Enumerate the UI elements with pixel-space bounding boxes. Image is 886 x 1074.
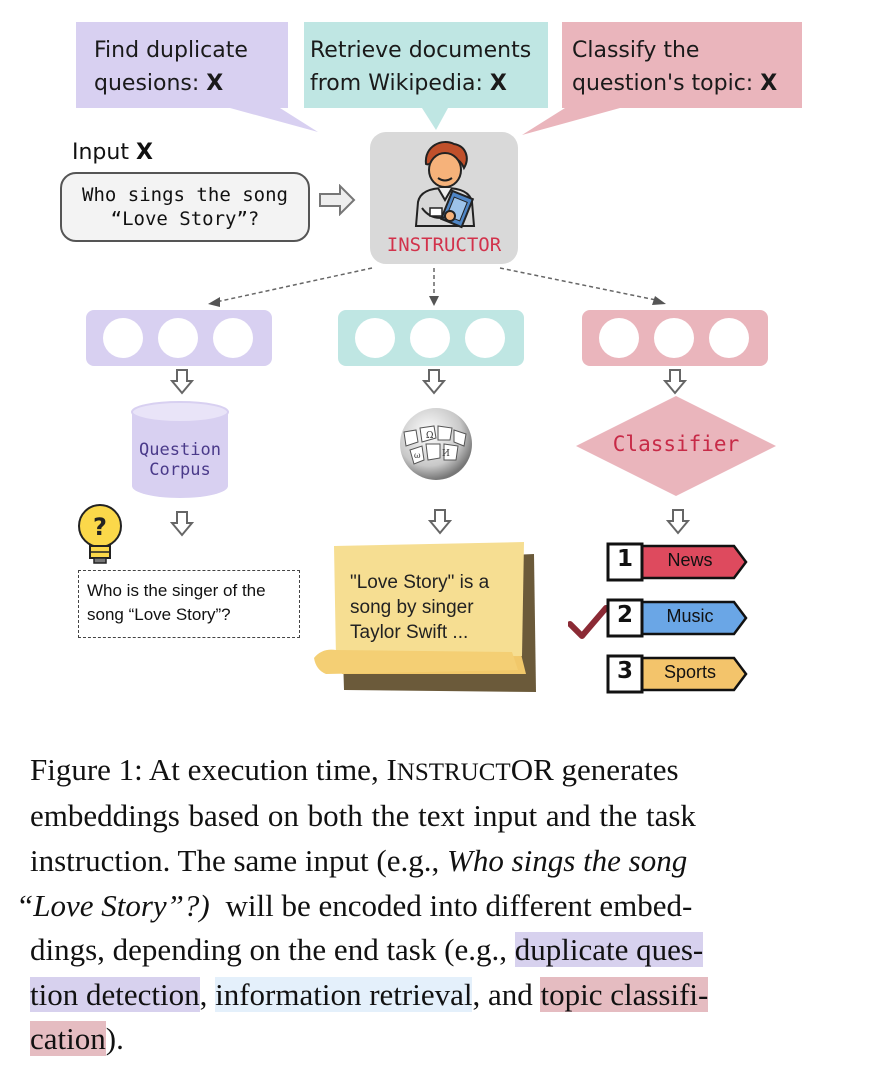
- pink-bubble-tail: [522, 108, 620, 135]
- class-tag-shape: [606, 598, 748, 638]
- caption-comma: ,: [199, 977, 208, 1012]
- caption-line-3b: Who sings the song: [447, 843, 688, 878]
- caption-figure-label: Figure 1: At execution time,: [30, 752, 379, 787]
- caption-line-4: “Love Story”?) will be encoded into diff…: [16, 888, 692, 924]
- class-rank-number: 2: [616, 602, 633, 628]
- question-corpus-label: Question Corpus: [139, 440, 221, 480]
- class-rank-number: 3: [616, 658, 633, 684]
- caption-line-7: cation).: [30, 1021, 124, 1057]
- wikipedia-globe-icon: Ω И ω: [400, 408, 472, 480]
- down-arrow-icon: [428, 509, 452, 535]
- caption-line-3: instruction. The same input (e.g., Who s…: [30, 843, 687, 879]
- svg-text:Ω: Ω: [426, 431, 433, 441]
- pink-instruction-x: X: [760, 71, 778, 96]
- embedding-teal: [338, 310, 524, 366]
- class-label: Music: [666, 606, 714, 626]
- caption-line-5a: dings, depending on the end task (e.g.,: [30, 932, 507, 967]
- arrow-head-teal: [429, 296, 439, 306]
- caption-line-4a: “Love Story”?): [16, 888, 210, 923]
- purple-instruction-x: X: [206, 71, 224, 96]
- purple-instruction-text: Find duplicate quesions:: [94, 38, 248, 96]
- input-text-box: Who sings the song “Love Story”?: [60, 172, 310, 242]
- instructor-model-label: INSTRUCTOR: [386, 234, 502, 256]
- svg-text:ω: ω: [414, 451, 421, 460]
- teal-instruction-x: X: [489, 71, 507, 96]
- question-corpus-cylinder: [131, 401, 229, 498]
- arrow-to-purple: [215, 267, 373, 303]
- classifier-diamond: [576, 396, 776, 496]
- model-output-arrows: [208, 267, 666, 307]
- input-label-x: X: [135, 140, 153, 165]
- teal-instruction-bubble: Retrieve documents from Wikipedia: X: [304, 22, 548, 108]
- caption-and: , and: [472, 977, 533, 1012]
- down-arrow-icon: [170, 511, 194, 537]
- class-tag-shape: [606, 542, 748, 582]
- arrow-head-pink: [652, 296, 666, 305]
- svg-text:И: И: [442, 449, 450, 459]
- sticky-note: [314, 542, 536, 692]
- embedding-purple: [86, 310, 272, 366]
- down-arrow-icon: [663, 369, 687, 395]
- music-checkmark-icon: [568, 605, 608, 639]
- caption-line-5: dings, depending on the end task (e.g., …: [30, 932, 704, 968]
- caption-model-name: INSTRUCTOR: [386, 752, 554, 787]
- instructor-person-icon: [414, 141, 476, 229]
- highlight-topic-classification: topic classifi-: [540, 977, 709, 1012]
- input-label: Input X: [72, 140, 153, 165]
- purple-instruction-bubble: Find duplicate quesions: X: [76, 22, 288, 108]
- class-rank-number: 1: [616, 546, 633, 572]
- class-rank-item: 1 News: [606, 542, 756, 582]
- purple-bubble-tail: [230, 108, 318, 132]
- input-text: Who sings the song “Love Story”?: [82, 184, 288, 230]
- pink-instruction-bubble: Classify the question's topic: X: [562, 22, 802, 108]
- caption-line-3a: instruction. The same input (e.g.,: [30, 843, 440, 878]
- highlight-duplicate-question: duplicate ques-: [514, 932, 704, 967]
- highlight-duplicate-detection: tion detection: [30, 977, 200, 1012]
- class-label: News: [667, 550, 713, 570]
- pink-instruction-text: Classify the question's topic:: [572, 38, 754, 96]
- arrow-head-purple: [208, 297, 220, 307]
- down-arrow-icon: [666, 509, 690, 535]
- highlight-information-retrieval: information retrieval: [215, 977, 473, 1012]
- class-rank-item: 2 Music: [606, 598, 756, 638]
- caption-line-2: embeddings based on both the text input …: [30, 798, 696, 833]
- teal-instruction-text: Retrieve documents from Wikipedia:: [310, 38, 532, 96]
- class-label: Sports: [663, 662, 717, 682]
- highlight-cation: cation: [30, 1021, 106, 1056]
- input-arrow-icon: [319, 184, 356, 216]
- class-rank-item: 3 Sports: [606, 654, 756, 694]
- bubble-tails: [230, 108, 620, 135]
- input-label-text: Input: [72, 140, 129, 165]
- svg-text:?: ?: [93, 513, 107, 541]
- teal-bubble-tail: [422, 108, 448, 130]
- caption-line-1: Figure 1: At execution time, INSTRUCTOR …: [30, 752, 679, 788]
- duplicate-question-result: Who is the singer of the song “Love Stor…: [78, 570, 300, 638]
- caption-end: ).: [105, 1021, 124, 1056]
- down-arrow-icon: [422, 369, 446, 395]
- caption-line-1-end: generates: [561, 752, 679, 787]
- class-tag-shape: [606, 654, 748, 694]
- lightbulb-icon: ?: [78, 504, 122, 564]
- caption-line-6: tion detection, information retrieval, a…: [30, 977, 709, 1013]
- down-arrow-icon: [170, 369, 194, 395]
- embedding-pink: [582, 310, 768, 366]
- classifier-label: Classifier: [612, 432, 740, 456]
- duplicate-question-text: Who is the singer of the song “Love Stor…: [87, 581, 266, 624]
- retrieved-document-text: "Love Story" is a song by singer Taylor …: [350, 572, 490, 643]
- arrow-to-pink: [499, 267, 657, 301]
- caption-line-4b: will be encoded into different embed-: [225, 888, 693, 923]
